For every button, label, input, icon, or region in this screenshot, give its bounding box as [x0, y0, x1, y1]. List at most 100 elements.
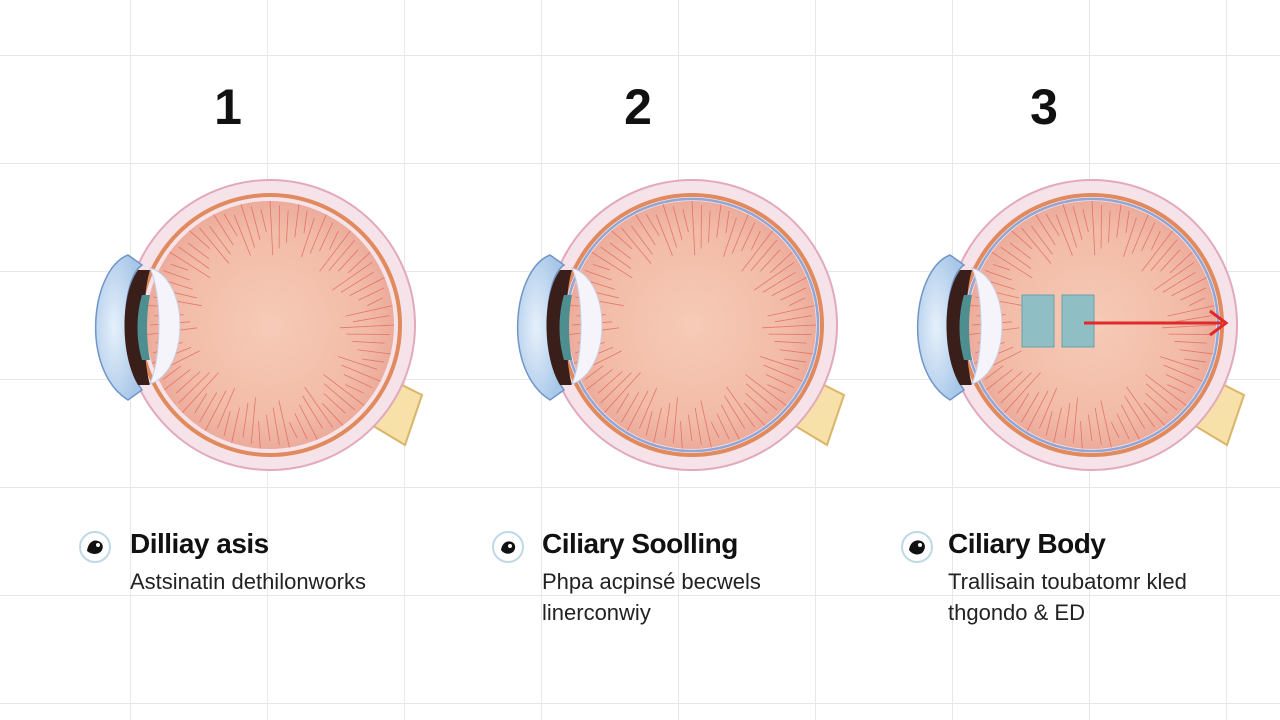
- vessel-line: [294, 413, 308, 440]
- vessel-line: [765, 374, 795, 389]
- vessel-line: [771, 277, 807, 296]
- vessel-line: [299, 404, 318, 440]
- vessel-line: [328, 239, 356, 271]
- vessel-line: [672, 206, 683, 240]
- vessel-line: [349, 277, 385, 296]
- vessel-line: [319, 222, 334, 252]
- arrow-head: [1209, 309, 1229, 337]
- vessel-line: [680, 421, 683, 449]
- vessel-line: [1183, 358, 1207, 363]
- vessel-line: [361, 358, 385, 363]
- vessel-line: [662, 204, 678, 248]
- vessel-line: [1179, 349, 1213, 355]
- vessel-line: [352, 315, 390, 323]
- vessel-line: [1143, 402, 1166, 426]
- vessel-line: [1088, 414, 1093, 442]
- vessel-line: [162, 365, 182, 380]
- pupil: [559, 295, 572, 360]
- vessel-line: [164, 369, 191, 391]
- vessel-line: [1108, 210, 1111, 243]
- vessel-line: [1160, 249, 1181, 272]
- vessel-line: [216, 387, 236, 429]
- vessel-line: [1165, 374, 1195, 389]
- vessel-line: [323, 393, 346, 414]
- vessel-line: [345, 384, 365, 394]
- vessel-line: [655, 214, 673, 256]
- vessel-line: [301, 217, 315, 258]
- vessel-line: [1163, 364, 1203, 382]
- vessel-line: [1000, 246, 1032, 269]
- vessel-line: [609, 242, 632, 260]
- vessel-line: [352, 341, 385, 344]
- vessel-line: [591, 251, 633, 279]
- eye-cross-section-diagram: [516, 179, 846, 471]
- vessel-line: [741, 222, 756, 252]
- vessel-line: [347, 251, 371, 274]
- vessel-line: [339, 324, 395, 329]
- vessel-line: [1062, 204, 1078, 248]
- vessel-line: [708, 210, 711, 243]
- vessel-line: [331, 261, 373, 291]
- vessel-line: [1021, 227, 1052, 264]
- pupil: [137, 295, 150, 360]
- vessel-line: [272, 407, 280, 445]
- vessel-line: [199, 227, 230, 264]
- stage-title: Dilliay asis: [130, 528, 269, 559]
- vessel-line: [286, 210, 289, 243]
- vessel-line: [304, 386, 334, 428]
- vessel-line: [1053, 407, 1062, 444]
- vessel-line: [1080, 421, 1083, 449]
- vessel-line: [1021, 392, 1040, 423]
- vessel-line: [1116, 413, 1130, 440]
- vessel-line: [1171, 277, 1207, 296]
- marker-block-right: [1061, 294, 1095, 348]
- vessel-line: [1121, 404, 1140, 440]
- vessel-line: [1072, 206, 1083, 240]
- vessel-line: [621, 227, 652, 264]
- vessel-line: [724, 395, 746, 429]
- vessel-line: [338, 249, 359, 272]
- eye-cross-section-diagram: [916, 179, 1246, 471]
- vessel-line: [233, 214, 251, 256]
- vessel-line: [584, 365, 604, 380]
- vessel-line: [269, 200, 274, 256]
- vessel-line: [162, 270, 190, 281]
- vessel-line: [169, 251, 211, 279]
- vessel-line: [774, 315, 812, 323]
- vessel-line: [763, 364, 803, 382]
- vessel-line: [223, 411, 231, 436]
- vessel-line: [194, 393, 208, 414]
- vessel-line: [250, 397, 256, 444]
- vessel-line: [723, 217, 737, 258]
- vessel-line: [341, 364, 381, 382]
- vessel-line: [635, 214, 656, 246]
- vessel-line: [1000, 372, 1032, 404]
- vessel-line: [358, 287, 385, 301]
- vessel-line: [611, 230, 633, 250]
- vessel-line: [645, 213, 660, 237]
- vessel-line: [1161, 324, 1217, 329]
- vessel-line: [209, 225, 231, 255]
- vessel-line: [323, 374, 365, 406]
- vessel-line: [1031, 225, 1053, 255]
- vessel-line: [600, 372, 632, 404]
- stage-panel-1: 1 Dilliay asis Astsinatin dethilonworks: [0, 0, 427, 720]
- vessel-line: [1004, 372, 1041, 413]
- vessel-line: [1091, 200, 1096, 256]
- vessel-line: [321, 402, 344, 426]
- vessel-line: [204, 390, 227, 431]
- vessel-line: [586, 369, 613, 391]
- vessel-line: [780, 287, 807, 301]
- vessel-line: [357, 349, 391, 355]
- vessel-line: [762, 271, 796, 293]
- vessel-line: [760, 249, 781, 272]
- vessel-line: [694, 407, 702, 445]
- stage-title: Ciliary Body: [948, 528, 1106, 559]
- vessel-line: [1064, 402, 1071, 438]
- vessel-line: [1045, 411, 1053, 436]
- vessel-line: [1094, 407, 1102, 445]
- vessel-line: [664, 402, 671, 438]
- vessel-line: [710, 421, 720, 438]
- retina: [568, 201, 816, 449]
- eye-cross-section-diagram: [94, 179, 424, 471]
